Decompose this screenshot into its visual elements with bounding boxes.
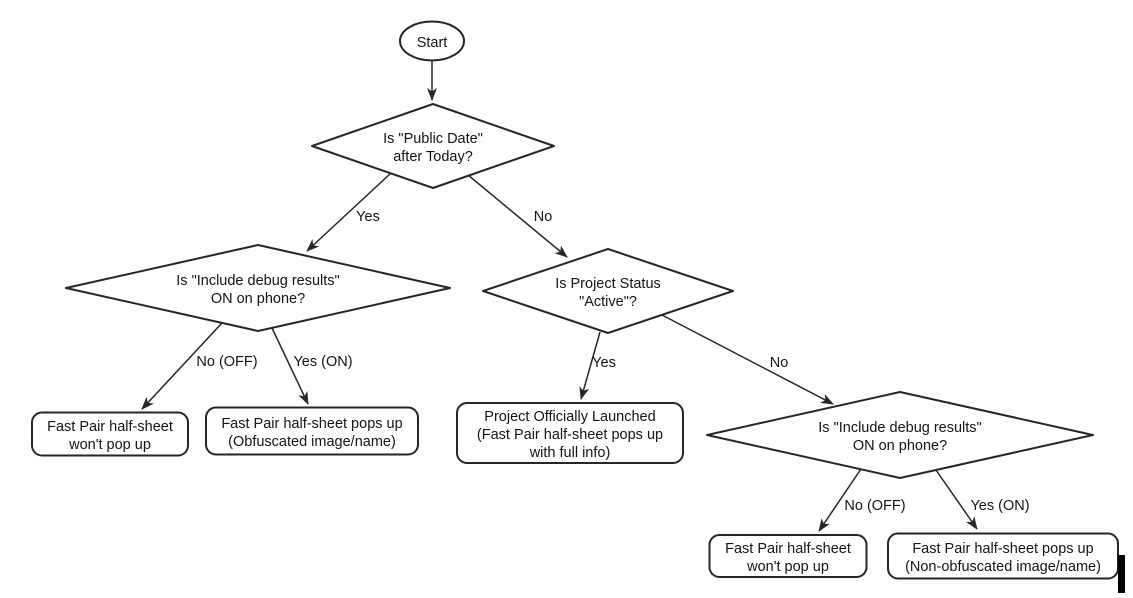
node-shape-start <box>399 20 465 62</box>
node-shape-outcome-wont-pop-up-right <box>708 534 868 578</box>
edge-line-debug-right-no-off <box>818 468 862 532</box>
node-outcome-non-obfuscated: Fast Pair half-sheet pops up(Non-obfusca… <box>887 532 1119 580</box>
node-shape-decision-public-date <box>311 103 555 189</box>
node-outcome-launched: Project Officially Launched(Fast Pair ha… <box>456 402 684 464</box>
node-shape-outcome-launched <box>456 402 684 464</box>
node-label-outcome-launched: Project Officially Launched(Fast Pair ha… <box>477 409 663 461</box>
edge-label-project-status-yes: Yes <box>592 355 616 371</box>
node-shape-decision-project-status <box>482 248 734 334</box>
node-decision-public-date: Is "Public Date"after Today? <box>311 103 555 189</box>
edge-line-debug-left-no-off <box>141 322 223 410</box>
node-decision-debug-phone-right: Is "Include debug results"ON on phone? <box>706 391 1094 479</box>
edge-debug-right-no-off: No (OFF) <box>818 468 906 532</box>
node-start: Start <box>399 20 465 62</box>
edge-project-status-no: No <box>661 314 834 405</box>
edge-project-status-yes: Yes <box>579 331 616 400</box>
edge-label-project-status-no: No <box>770 355 789 371</box>
node-label-outcome-non-obfuscated: Fast Pair half-sheet pops up(Non-obfusca… <box>905 541 1101 575</box>
edge-line-debug-right-yes-on <box>935 469 978 530</box>
edge-public-date-yes: Yes <box>306 172 392 252</box>
node-label-decision-public-date: Is "Public Date"after Today? <box>383 131 483 165</box>
node-outcome-obfuscated: Fast Pair half-sheet pops up(Obfuscated … <box>205 406 419 456</box>
node-label-decision-debug-phone-right: Is "Include debug results"ON on phone? <box>818 420 981 454</box>
node-label-start: Start <box>417 35 448 51</box>
edge-label-public-date-yes: Yes <box>356 209 380 225</box>
node-label-outcome-obfuscated: Fast Pair half-sheet pops up(Obfuscated … <box>221 416 402 450</box>
edge-line-project-status-no <box>661 314 834 405</box>
edge-public-date-no: No <box>467 174 568 258</box>
edge-line-debug-left-yes-on <box>271 327 309 405</box>
node-label-decision-debug-phone-left: Is "Include debug results"ON on phone? <box>176 273 339 307</box>
edge-line-public-date-yes <box>306 172 392 252</box>
node-shape-decision-debug-phone-left <box>65 244 451 332</box>
node-shape-decision-debug-phone-right <box>706 391 1094 479</box>
edge-debug-left-no-off: No (OFF) <box>141 322 258 410</box>
edge-debug-left-yes-on: Yes (ON) <box>271 327 353 405</box>
edge-label-debug-left-no-off: No (OFF) <box>196 354 257 370</box>
node-decision-project-status: Is Project Status"Active"? <box>482 248 734 334</box>
edge-label-debug-right-no-off: No (OFF) <box>844 498 905 514</box>
node-label-decision-project-status: Is Project Status"Active"? <box>555 276 661 310</box>
node-shape-outcome-obfuscated <box>205 406 419 456</box>
edge-label-public-date-no: No <box>534 209 553 225</box>
node-shape-outcome-wont-pop-up-left <box>31 411 189 457</box>
edge-label-debug-right-yes-on: Yes (ON) <box>970 498 1029 514</box>
edge-line-project-status-yes <box>579 331 601 400</box>
edge-line-public-date-no <box>467 174 568 258</box>
node-decision-debug-phone-left: Is "Include debug results"ON on phone? <box>65 244 451 332</box>
edge-debug-right-yes-on: Yes (ON) <box>935 469 1030 530</box>
edge-label-debug-left-yes-on: Yes (ON) <box>293 354 352 370</box>
text-cursor-bar <box>1118 555 1125 593</box>
